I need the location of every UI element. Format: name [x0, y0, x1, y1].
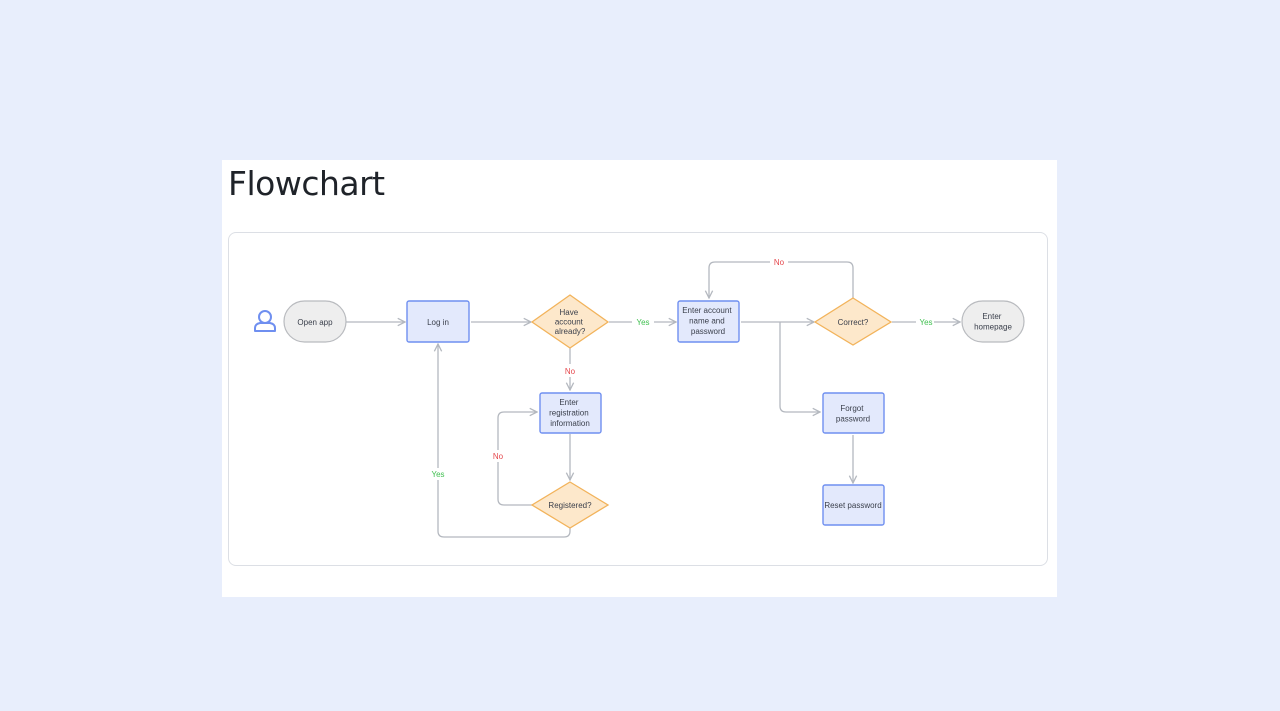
svg-text:Enter registration: Enter registration information: [549, 398, 591, 428]
label-have-account-yes: Yes: [636, 318, 649, 327]
node-enter-credentials: Enter account name and password: [677, 300, 740, 343]
node-forgot-password-line-2: password: [836, 415, 870, 424]
node-enter-credentials-line-3: password: [691, 327, 725, 336]
node-enter-registration-line-1: Enter: [559, 398, 578, 407]
svg-text:Correct?: Correct?: [838, 318, 869, 327]
node-have-account: Have account already?: [530, 294, 610, 349]
user-icon: [254, 310, 276, 332]
svg-text:Enter account name and: Enter account name and password: [682, 306, 734, 336]
svg-text:Open app: Open app: [297, 318, 333, 327]
node-registered-text: Registered?: [548, 501, 592, 510]
flowchart-diagram: Yes No Yes No No Yes Open app Log in: [254, 258, 1025, 538]
node-forgot-password-line-1: Forgot: [840, 404, 864, 413]
node-enter-homepage: Enter homepage: [961, 300, 1025, 343]
node-correct: Correct?: [813, 297, 893, 346]
svg-text:Registered?: Registered?: [548, 501, 592, 510]
label-correct-no: No: [774, 258, 785, 267]
flowchart-card: Flowchart Yes No: [222, 160, 1057, 597]
diagram-canvas: [228, 232, 1048, 566]
svg-text:Log in: Log in: [427, 318, 449, 327]
node-have-account-line-1: Have: [560, 308, 579, 317]
label-registered-yes: Yes: [431, 470, 444, 479]
label-registered-no: No: [493, 452, 504, 461]
node-enter-registration-line-2: registration: [549, 409, 589, 418]
label-correct-yes: Yes: [919, 318, 932, 327]
page-title: Flowchart: [228, 164, 385, 203]
node-log-in-text: Log in: [427, 318, 449, 327]
svg-text:Reset password: Reset password: [824, 501, 881, 510]
node-registered: Registered?: [530, 481, 610, 529]
node-enter-registration-line-3: information: [550, 419, 590, 428]
node-have-account-line-2: account: [555, 318, 584, 327]
node-reset-password: Reset password: [822, 484, 885, 526]
node-enter-homepage-line-1: Enter: [982, 312, 1001, 321]
node-enter-credentials-line-1: Enter account: [682, 306, 732, 315]
svg-text:Have account a: Have account already?: [555, 308, 586, 336]
node-log-in: Log in: [406, 300, 470, 343]
node-reset-password-text: Reset password: [824, 501, 881, 510]
node-correct-text: Correct?: [838, 318, 869, 327]
node-open-app: Open app: [283, 300, 347, 343]
node-have-account-line-3: already?: [555, 327, 586, 336]
node-open-app-text: Open app: [297, 318, 333, 327]
edge-registered-no: [497, 412, 537, 506]
edge-registered-yes: [438, 344, 571, 538]
edge-correct-no: [709, 261, 854, 298]
node-enter-homepage-line-2: homepage: [974, 323, 1012, 332]
node-forgot-password: Forgot password: [822, 392, 885, 434]
edge-credentials-to-forgot: [779, 322, 820, 412]
svg-text:Enter homepage: Enter homepage: [974, 312, 1012, 332]
label-have-account-no: No: [565, 367, 576, 376]
node-enter-registration: Enter registration information: [539, 392, 602, 434]
svg-text:Forgot password: Forgot password: [836, 404, 870, 424]
node-enter-credentials-line-2: name and: [689, 317, 725, 326]
